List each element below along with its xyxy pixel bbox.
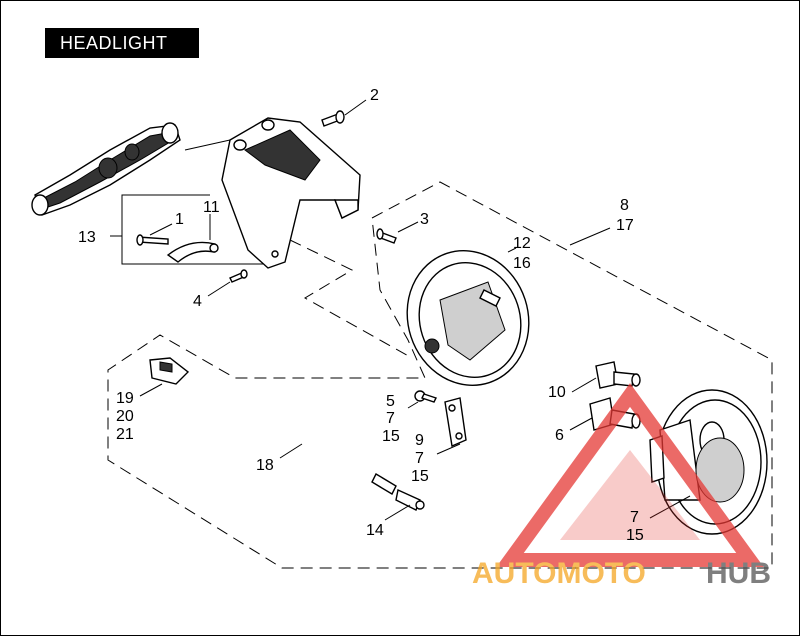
leader-12 — [507, 247, 517, 253]
callout-12: 12 — [513, 235, 531, 252]
screw-3 — [376, 228, 397, 244]
leader-1 — [149, 223, 173, 236]
callout-21: 21 — [116, 426, 134, 443]
screw-5 — [414, 390, 437, 403]
callout-15c: 15 — [626, 527, 644, 544]
screw-1 — [136, 234, 169, 246]
callout-17: 17 — [616, 217, 634, 234]
headlamp-unit — [649, 389, 768, 535]
leader-9 — [436, 443, 461, 455]
callout-2: 2 — [370, 87, 379, 104]
callout-11: 11 — [203, 199, 220, 216]
callout-15a: 15 — [382, 428, 400, 445]
callout-1: 1 — [175, 211, 184, 228]
leader-8 — [569, 227, 611, 246]
screw-2 — [321, 110, 345, 127]
handlebar-clamp — [31, 122, 181, 216]
bulb-10 — [595, 361, 641, 389]
leader-7-15 — [649, 495, 691, 519]
callout-7a: 7 — [386, 410, 395, 427]
callout-7c: 7 — [630, 509, 639, 526]
leader-6 — [569, 417, 593, 431]
watermark-logo: AUTOMOTO HUB — [472, 383, 771, 590]
screw-4 — [229, 269, 248, 283]
callout-14: 14 — [366, 522, 384, 539]
callout-10: 10 — [548, 384, 566, 401]
leader-18 — [279, 443, 303, 459]
callout-5: 5 — [386, 393, 395, 410]
callout-3: 3 — [420, 211, 429, 228]
callout-13: 13 — [78, 229, 96, 246]
callout-8: 8 — [620, 197, 629, 214]
bracket-9 — [444, 397, 467, 447]
leader-3 — [397, 221, 419, 233]
wiring-harness — [149, 357, 425, 511]
callout-9: 9 — [415, 432, 424, 449]
watermark-text-hub: HUB — [706, 557, 771, 590]
leader-5 — [407, 401, 419, 409]
leader-19 — [139, 383, 163, 397]
bracket-assembly-outline — [289, 239, 413, 359]
callout-6: 6 — [555, 427, 564, 444]
headlight-housing — [406, 250, 530, 386]
callout-4: 4 — [193, 293, 202, 310]
callout-20: 20 — [116, 408, 134, 425]
clamp-leader-lines — [184, 139, 231, 151]
watermark-text-automoto: AUTOMOTO — [472, 557, 646, 590]
callout-16: 16 — [513, 255, 531, 272]
callout-15b: 15 — [411, 468, 429, 485]
headlight-assembly-outline — [107, 181, 773, 569]
leader-4 — [207, 281, 231, 297]
leader-2 — [344, 99, 367, 116]
mounting-bracket — [221, 117, 361, 269]
bracket-group-frame — [121, 194, 270, 265]
callout-18: 18 — [256, 457, 274, 474]
callout-19: 19 — [116, 390, 134, 407]
leader-10 — [571, 377, 597, 393]
diagram-title: HEADLIGHT — [45, 28, 199, 58]
leader-14 — [384, 504, 411, 521]
callout-7b: 7 — [415, 450, 424, 467]
clip-11 — [166, 241, 219, 263]
